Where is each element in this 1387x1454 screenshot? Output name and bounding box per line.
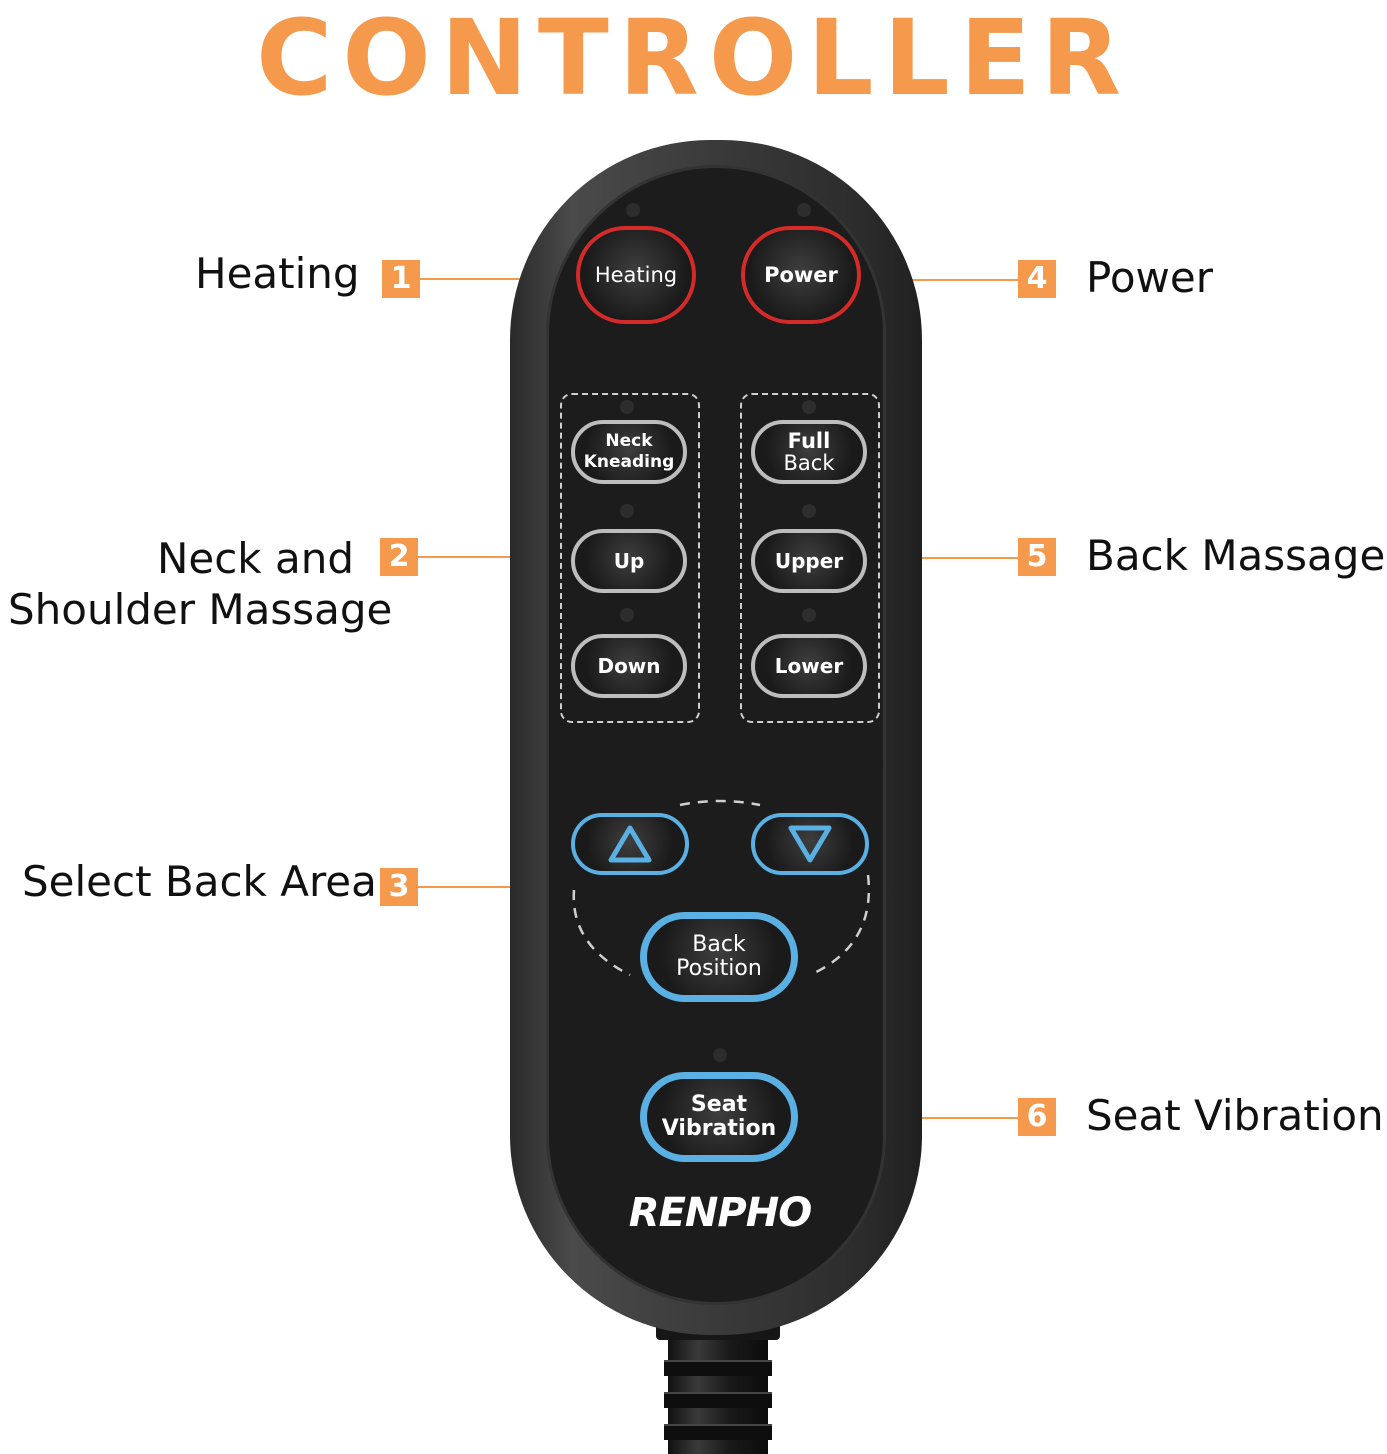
neck-kneading-label-line1: Neck [605,431,653,451]
led-indicator [802,504,816,518]
triangle-down-icon [788,825,832,863]
callout-badge-4: 4 [1018,260,1056,298]
full-back-button[interactable]: Full Back [751,420,867,484]
back-area-dashed-arc [572,799,871,977]
seat-vibration-button[interactable]: Seat Vibration [640,1072,798,1162]
led-indicator [802,400,816,414]
heating-button-label: Heating [594,263,678,287]
lower-button[interactable]: Lower [751,634,867,698]
led-indicator [802,608,816,622]
neck-kneading-label-line2: Kneading [583,452,675,472]
brand-logo: RENPHO [628,1190,812,1236]
seat-vibration-label-line2: Vibration [661,1116,777,1141]
neck-down-button[interactable]: Down [571,634,687,698]
back-massage-group [740,393,880,723]
callout-label-power: Power [1086,253,1213,302]
callout-leader-5 [894,557,1018,559]
led-indicator [620,608,634,622]
callout-label-select-back-area: Select Back Area [22,857,377,906]
neck-kneading-button[interactable]: Neck Kneading [571,420,687,484]
triangle-up-icon [608,825,652,863]
led-indicator [620,400,634,414]
upper-label: Upper [774,549,844,573]
neck-down-label: Down [597,654,661,678]
callout-label-neck-line2: Shoulder Massage [8,585,393,634]
callout-leader-3 [418,886,564,888]
led-indicator [620,504,634,518]
callout-badge-3: 3 [380,868,418,906]
page-title: CONTROLLER [256,0,1131,119]
neck-up-label: Up [613,549,645,573]
callout-label-seat-vibration: Seat Vibration [1086,1091,1384,1140]
cable-ring [664,1360,772,1376]
callout-label-back-massage: Back Massage [1086,531,1386,580]
callout-label-neck-line1: Neck and [156,534,354,583]
upper-button[interactable]: Upper [751,529,867,593]
cable-ring [664,1392,772,1408]
back-area-down-button[interactable] [751,813,869,875]
cable-ring [664,1424,772,1440]
callout-badge-6: 6 [1018,1098,1056,1136]
power-button[interactable]: Power [741,226,861,324]
callout-leader-4 [876,279,1020,281]
seat-vibration-label-line1: Seat [690,1092,748,1117]
callout-badge-2: 2 [380,538,418,576]
lower-label: Lower [774,654,844,678]
heating-button[interactable]: Heating [576,226,696,324]
back-area-up-button[interactable] [571,813,689,875]
neck-massage-group [560,393,700,723]
callout-leader-1 [420,278,565,280]
neck-up-button[interactable]: Up [571,529,687,593]
full-back-label-line2: Back [783,451,835,475]
callout-label-heating: Heating [195,249,360,298]
power-button-label: Power [764,263,838,287]
led-indicator [797,203,811,217]
back-position-button[interactable]: Back Position [640,912,798,1002]
led-indicator [713,1048,727,1062]
callout-leader-2 [418,556,544,558]
back-position-label-line2: Position [676,956,762,981]
full-back-label-line1: Full [787,429,831,453]
led-indicator [626,203,640,217]
callout-badge-1: 1 [382,260,420,298]
back-position-label-line1: Back [692,932,746,957]
callout-badge-5: 5 [1018,538,1056,576]
